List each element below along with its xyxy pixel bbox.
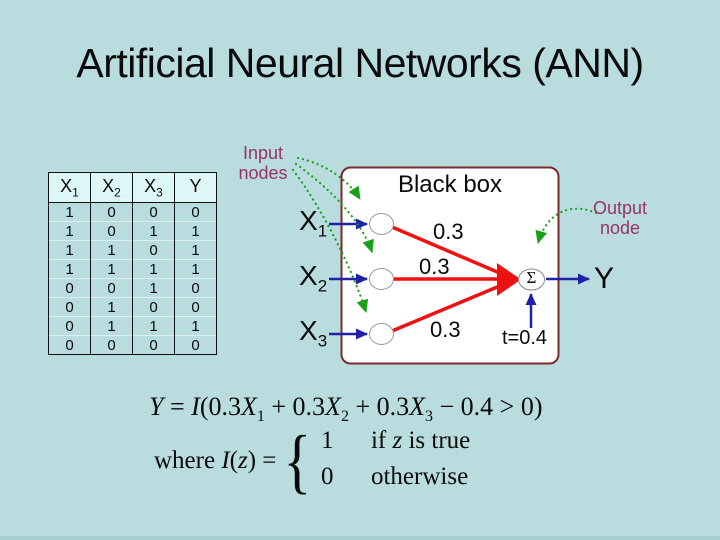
slide-bottom-edge (0, 536, 720, 540)
output-node-callout: Output node (592, 198, 648, 238)
input-node-1 (369, 213, 394, 235)
col-header-x3: X3 (132, 172, 175, 203)
input-label-x3: X3 (299, 315, 328, 351)
input-arrows (329, 218, 368, 340)
black-box-label: Black box (397, 171, 503, 198)
weight-label-3: 0.3 (430, 317, 461, 342)
slide-title: Artificial Neural Networks (ANN) (76, 40, 644, 86)
callout-arrow-output (535, 207, 598, 245)
weight-label-2: 0.3 (419, 254, 450, 279)
input-label-x1: X1 (299, 205, 328, 241)
red-arrowhead (497, 263, 521, 296)
col-header-x1: X1 (48, 172, 91, 203)
case-brace: { (283, 420, 312, 501)
input-nodes-callout: Input nodes (238, 143, 288, 183)
black-box (340, 166, 560, 365)
weight-lines (391, 225, 503, 333)
weight-label-1: 0.3 (433, 219, 464, 244)
input-label-x2: X2 (299, 260, 328, 296)
col-header-x2: X2 (90, 172, 133, 203)
sigma-symbol: Σ (526, 268, 537, 287)
formula-line-2: where I(z) = { 1 if z is true 0 otherwis… (154, 420, 470, 501)
callout-arrow-input-1 (296, 156, 362, 201)
threshold-label: t=0.4 (502, 327, 548, 349)
case-otherwise: 0 otherwise (320, 463, 469, 490)
case-true: 1 if z is true (320, 427, 471, 454)
output-label-y: Y (594, 262, 615, 295)
callout-arrow-input-2 (294, 162, 374, 254)
formula-line-1: Y = I(0.3X1 + 0.3X2 + 0.3X3 − 0.4 > 0) (149, 392, 543, 426)
case-list: 1 if z is true 0 otherwise (321, 427, 470, 495)
sum-node (518, 268, 545, 291)
input-node-3 (369, 323, 394, 345)
where-text: where I(z) = (154, 447, 277, 474)
callout-arrows (291, 156, 598, 314)
input-node-2 (369, 268, 394, 290)
callout-arrow-input-3 (291, 168, 369, 314)
